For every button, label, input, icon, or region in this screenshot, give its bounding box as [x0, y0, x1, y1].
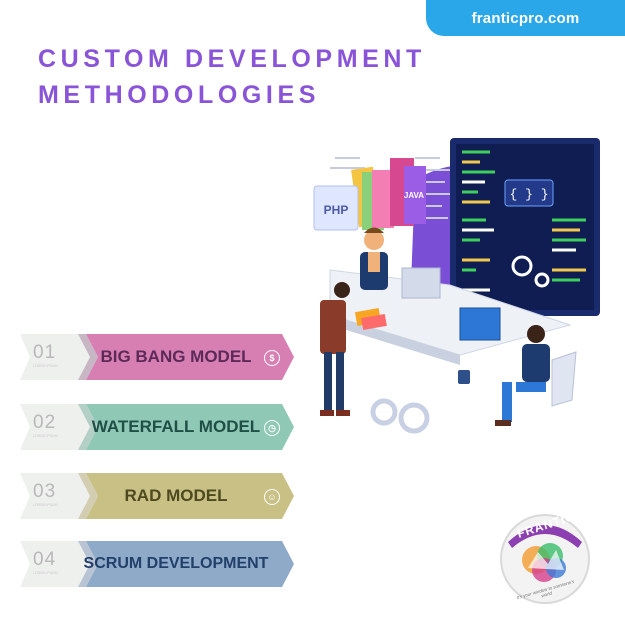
dollar-icon: $	[264, 350, 280, 366]
java-book-label: JAVA	[404, 191, 424, 200]
title-line-1: CUSTOM DEVELOPMENT	[38, 45, 426, 73]
coffee-mug	[458, 370, 470, 384]
step-big-bang-model[interactable]: 01 LOREM IPSUM BIG BANG MODEL $	[20, 330, 300, 384]
laptop-left	[401, 267, 441, 299]
step-rad-model[interactable]: 03 LOREM IPSUM RAD MODEL ☺	[20, 469, 300, 523]
step-waterfall-model[interactable]: 02 LOREM IPSUM WATERFALL MODEL ◷	[20, 400, 300, 454]
step-arrow-shape	[20, 541, 294, 587]
step-number: 04	[33, 549, 57, 570]
step-caption: LOREM IPSUM	[33, 364, 58, 368]
code-braces-text: { } }	[509, 187, 548, 202]
step-arrow-shape	[20, 334, 294, 380]
logo-emblem	[500, 514, 590, 604]
step-arrow-shape	[20, 473, 294, 519]
step-label: BIG BANG MODEL	[100, 347, 252, 366]
laptop-right	[459, 307, 501, 341]
standing-developer	[320, 282, 350, 416]
step-number: 01	[33, 342, 57, 363]
smiley-icon: ☺	[264, 489, 280, 505]
php-book-label: PHP	[324, 203, 349, 217]
sitting-developer-bottom	[495, 325, 550, 426]
step-number: 02	[33, 412, 57, 433]
floor-gears-icon	[370, 398, 430, 434]
step-caption: LOREM IPSUM	[33, 434, 58, 438]
step-label: WATERFALL MODEL	[91, 417, 261, 436]
title-line-2: METHODOLOGIES	[38, 81, 321, 109]
step-scrum-development[interactable]: 04 LOREM IPSUM SCRUM DEVELOPMENT	[20, 537, 300, 591]
site-url-badge[interactable]: franticpro.com	[426, 0, 625, 36]
step-number: 03	[33, 481, 57, 502]
step-arrow-shape	[20, 404, 294, 450]
sitting-developer-top	[360, 227, 388, 290]
site-url[interactable]: franticpro.com	[471, 9, 580, 27]
clock-icon: ◷	[264, 420, 280, 436]
frantic-logo: FRANTIC It's your window to someone's wo…	[498, 509, 592, 606]
step-label: RAD MODEL	[124, 486, 228, 505]
step-caption: LOREM IPSUM	[33, 571, 58, 575]
step-label: SCRUM DEVELOPMENT	[83, 555, 269, 572]
developers-illustration: { } } PHP JAVA	[313, 138, 600, 434]
book-stack	[313, 158, 426, 231]
office-chair	[551, 351, 577, 407]
gear-icon	[511, 255, 550, 288]
page-title: CUSTOM DEVELOPMENT METHODOLOGIES	[38, 41, 426, 113]
step-caption: LOREM IPSUM	[33, 503, 58, 507]
